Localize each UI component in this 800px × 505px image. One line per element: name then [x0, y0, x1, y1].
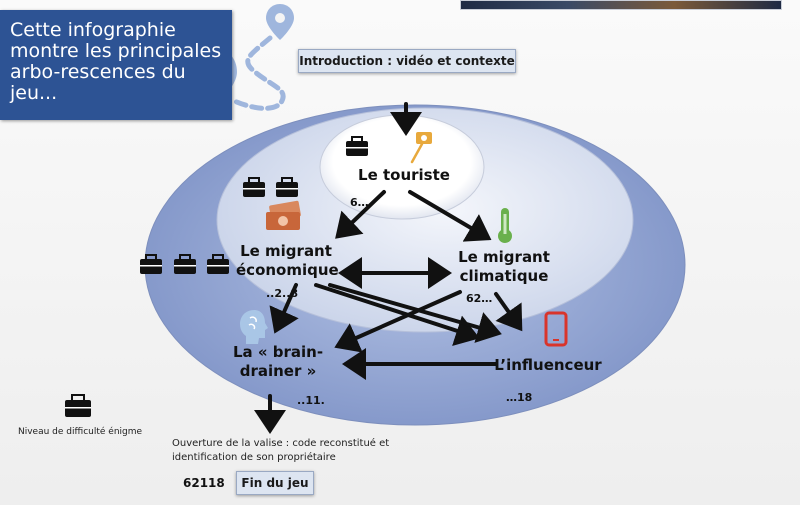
- node-influenceur-code: …18: [506, 391, 533, 404]
- legend-label: Niveau de difficulté énigme: [18, 427, 143, 437]
- briefcase-icon: [346, 136, 368, 156]
- arrow-climatique-to-influenceur: [494, 292, 523, 332]
- node-climatique-label: Le migrant climatique: [452, 248, 556, 286]
- brain-icon: [240, 310, 268, 344]
- arrow-climatique-to-brain: [334, 290, 462, 353]
- legend-briefcase-icon: [65, 394, 91, 417]
- node-climatique-line2: climatique: [459, 267, 549, 285]
- arrow-economique-to-influenceur-2: [328, 283, 502, 343]
- top-image-strip: [460, 0, 782, 10]
- node-economique-label: Le migrant économique: [236, 242, 339, 280]
- briefcase-icon: [140, 254, 162, 274]
- node-climatique-line1: Le migrant: [458, 248, 550, 266]
- briefcase-icon: [174, 254, 196, 274]
- arrow-economique-to-brain: [269, 283, 299, 334]
- thermometer-icon: [498, 208, 512, 243]
- node-touriste-code: 6….: [350, 196, 373, 209]
- node-economique-line1: Le migrant: [240, 242, 332, 260]
- arrows: [254, 102, 523, 434]
- arrow-touriste-to-climatique: [408, 190, 492, 242]
- intro-box: Introduction : vidéo et contexte: [298, 49, 516, 73]
- money-icon: [266, 200, 301, 230]
- infographic-title: Cette infographie montre les principales…: [0, 10, 232, 120]
- briefcase-icon: [276, 177, 298, 197]
- end-box: Fin du jeu: [236, 471, 314, 495]
- node-brain-label: La « brain- drainer »: [228, 343, 328, 381]
- selfie-icon: [410, 132, 432, 164]
- arrow-economique-to-influenceur: [314, 283, 480, 347]
- node-climatique-code: 62…: [466, 292, 493, 305]
- node-economique-code: ..2..8: [266, 287, 299, 300]
- node-brain-line1: La « brain-: [232, 343, 324, 361]
- node-touriste-label: Le touriste: [358, 166, 450, 184]
- arrow-touriste-to-economique: [335, 190, 386, 239]
- phone-icon: [544, 311, 568, 347]
- final-code: 62118: [183, 476, 225, 490]
- node-brain-line2: drainer »: [239, 362, 317, 380]
- ending-description: Ouverture de la valise : code reconstitu…: [172, 438, 390, 463]
- map-pin-icon-small: [266, 4, 294, 40]
- node-influenceur-label: L’influenceur: [494, 356, 602, 374]
- map-pin-path: [229, 35, 286, 111]
- briefcase-icon: [207, 254, 229, 274]
- node-brain-code: ..11.: [297, 394, 325, 407]
- node-economique-line2: économique: [236, 261, 339, 279]
- briefcase-icon: [243, 177, 265, 197]
